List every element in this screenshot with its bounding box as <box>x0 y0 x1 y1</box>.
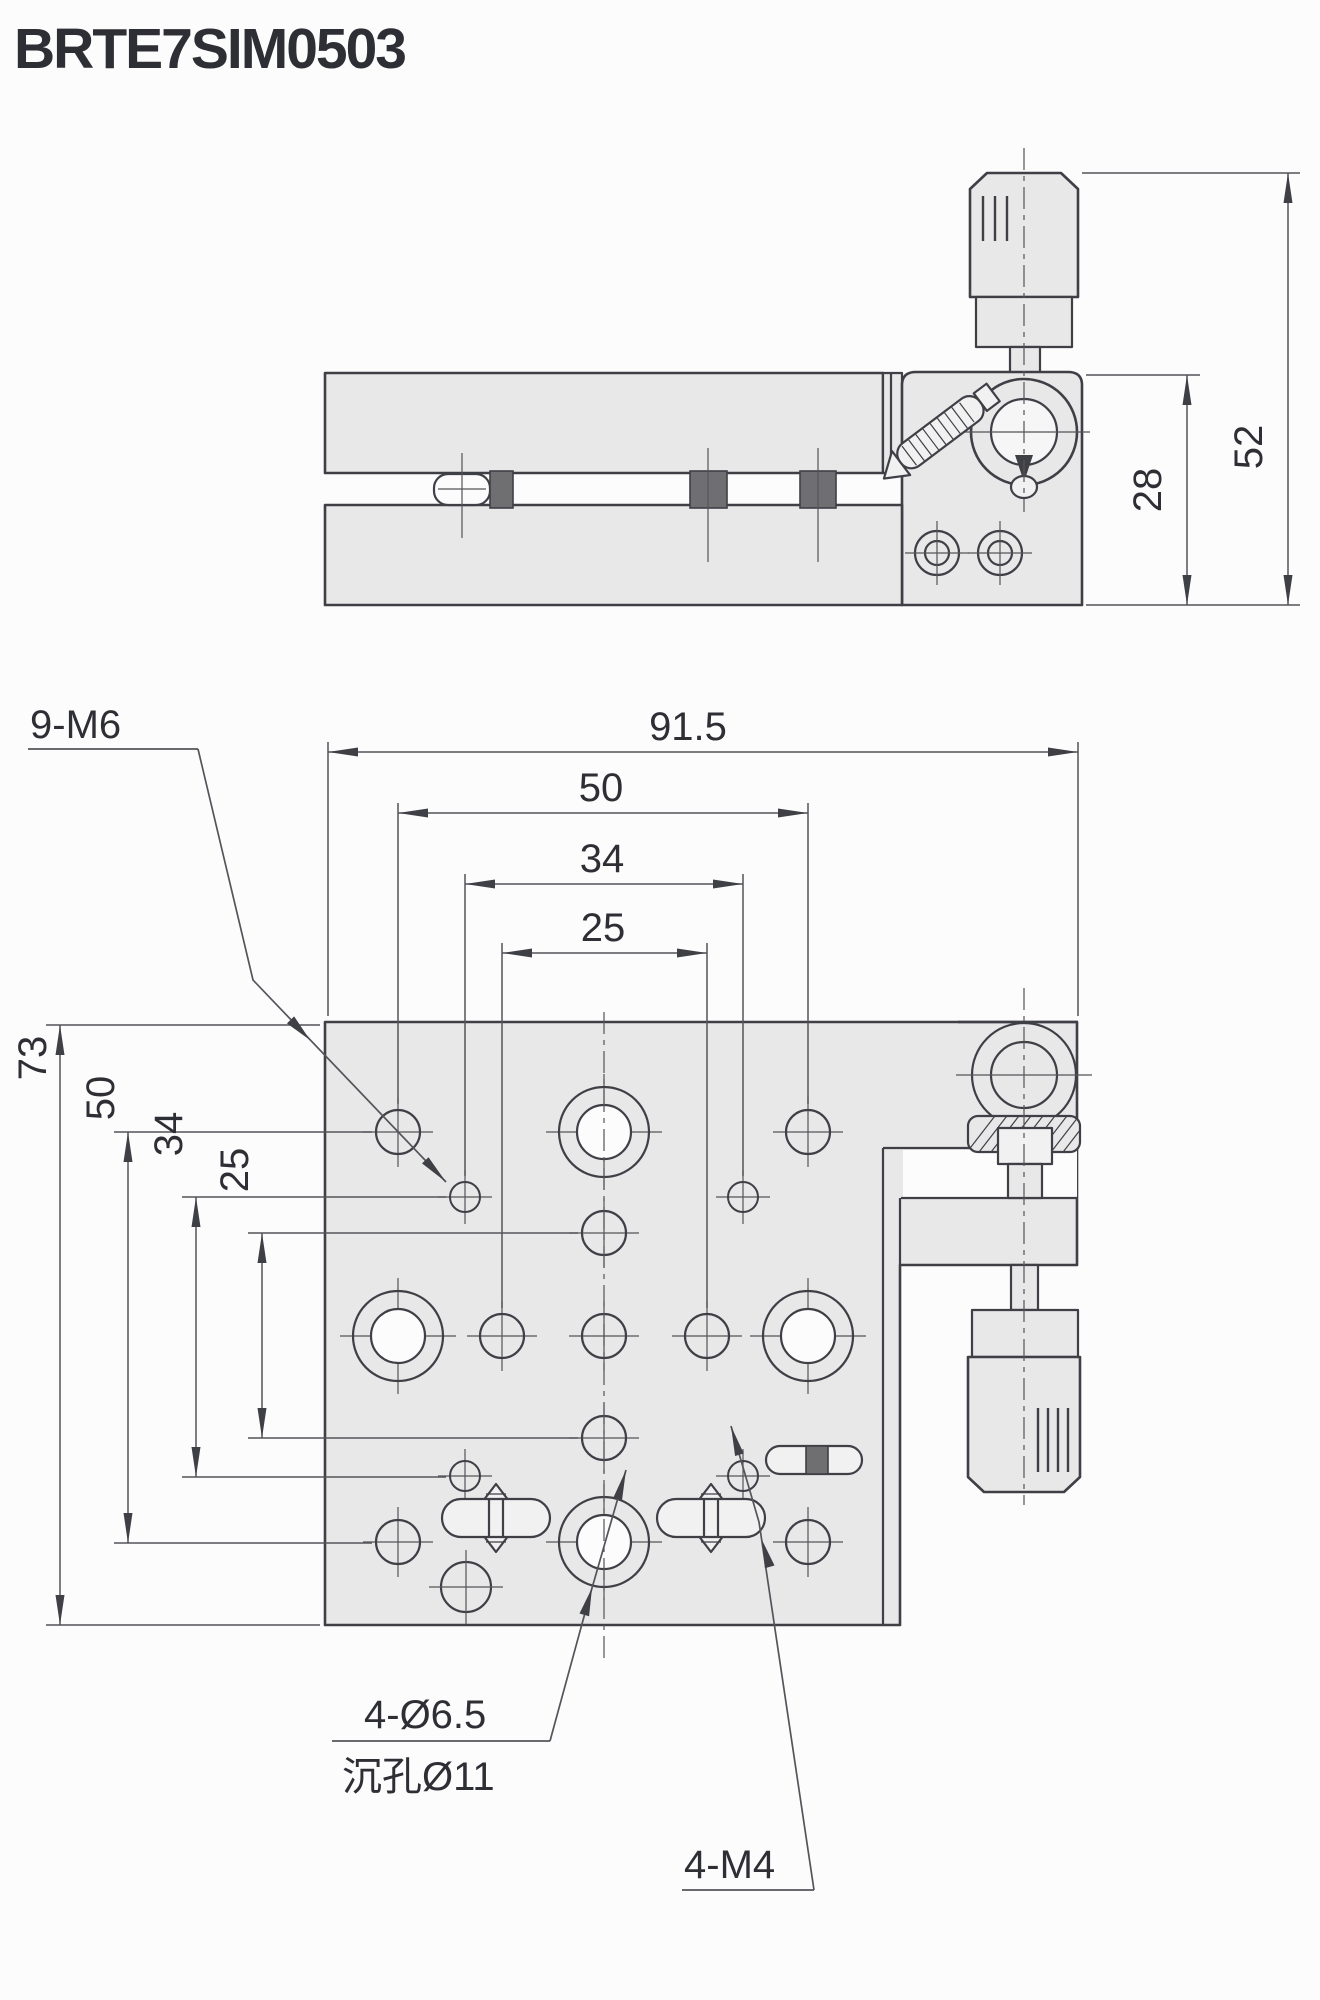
dim-28-label: 28 <box>1126 468 1170 513</box>
hole-pattern <box>340 1074 866 1600</box>
dim-50-top: 50 <box>397 766 809 1104</box>
dim-25-top-label: 25 <box>581 906 626 950</box>
counterbore-through <box>779 1307 837 1365</box>
dim-25-left: 25 <box>213 1148 578 1439</box>
dim-52-label: 52 <box>1227 425 1271 470</box>
dim-25-top: 25 <box>501 906 708 1308</box>
dim-73-left: 73 <box>11 1024 320 1626</box>
side-view: 52 28 <box>323 148 1300 607</box>
dim-73-label: 73 <box>11 1036 55 1081</box>
dim-50-left-label: 50 <box>79 1076 123 1121</box>
micrometer-plan-icon <box>966 988 1082 1505</box>
m6-tapped-hole <box>374 1518 422 1566</box>
label-4-m4: 4-M4 <box>684 1843 775 1887</box>
top-plate-side <box>323 371 885 475</box>
dim-34-top: 34 <box>464 837 744 1176</box>
callout-4-d65: 4-Ø6.5 沉孔Ø11 <box>332 1469 627 1799</box>
m6-tapped-hole <box>784 1108 832 1156</box>
label-cbore-note: 沉孔Ø11 <box>342 1755 495 1799</box>
counterbore-outer <box>351 1289 445 1383</box>
m4-tapped-hole <box>449 1181 481 1213</box>
dim-34-left-label: 34 <box>147 1112 191 1157</box>
bearing-slot <box>432 448 837 562</box>
block-screw-holes-side <box>905 521 1032 585</box>
label-9-m6: 9-M6 <box>30 703 121 747</box>
dim-91-5: 91.5 <box>327 705 1079 1016</box>
m4-tapped-hole <box>727 1460 759 1492</box>
dim-34-top-label: 34 <box>580 837 625 881</box>
counterbore-through <box>369 1307 427 1365</box>
dim-34-left: 34 <box>147 1112 446 1478</box>
dim-50-left: 50 <box>79 1076 372 1544</box>
m4-tapped-hole <box>449 1460 481 1492</box>
label-4-d65: 4-Ø6.5 <box>364 1693 486 1737</box>
callout-4-m4: 4-M4 <box>682 1425 815 1891</box>
m6-tapped-hole <box>683 1312 731 1360</box>
dim-91-5-label: 91.5 <box>649 705 727 749</box>
wing-clamp-lever-right-icon <box>655 1482 767 1554</box>
plan-view: 91.5 50 34 25 73 <box>11 703 1092 1891</box>
drawing-title: BRTE7SIM0503 <box>14 17 405 81</box>
dim-50-top-label: 50 <box>579 766 624 810</box>
wing-clamp-lever-side-icon <box>764 1444 864 1476</box>
m6-tapped-hole <box>374 1108 422 1156</box>
m6-tapped-hole <box>784 1518 832 1566</box>
dowel-hole <box>429 1550 503 1624</box>
clamp-lever-side-icon <box>882 382 1001 480</box>
m4-tapped-hole <box>727 1181 759 1213</box>
callout-9-m6: 9-M6 <box>28 703 447 1183</box>
bottom-plate-side <box>323 503 904 607</box>
dim-52: 52 <box>1082 172 1300 606</box>
dim-25-left-label: 25 <box>213 1148 257 1193</box>
dim-28: 28 <box>1086 374 1200 605</box>
slot-block-1 <box>489 470 514 509</box>
m6-tapped-hole <box>478 1312 526 1360</box>
wing-clamp-lever-left-icon <box>440 1482 552 1554</box>
counterbore-outer <box>761 1289 855 1383</box>
